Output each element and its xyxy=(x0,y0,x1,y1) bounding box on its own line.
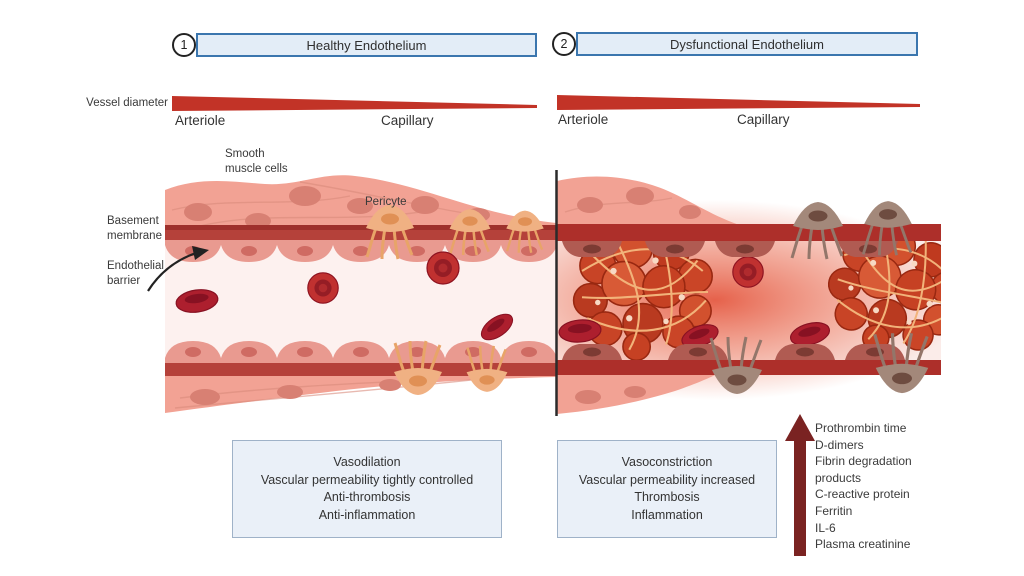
smooth-muscle-label-line2: muscle cells xyxy=(225,163,288,175)
vessel-diameter-triangle-left xyxy=(172,96,537,111)
basement-membrane-label-line2: membrane xyxy=(107,230,162,242)
healthy-outcome-line: Vasodilation xyxy=(333,455,401,469)
dysfunctional-vessel xyxy=(557,176,941,414)
endothelial-barrier-label-line1: Endothelial xyxy=(107,260,164,272)
arteriole-label-left: Arteriole xyxy=(175,113,226,128)
capillary-label-right: Capillary xyxy=(737,112,790,127)
basement-membrane-top-right xyxy=(557,224,941,241)
capillary-label-left: Capillary xyxy=(381,113,434,128)
elevated-markers-arrow xyxy=(785,414,815,556)
endothelial-barrier-arrow xyxy=(147,246,209,292)
marker-line: IL-6 xyxy=(815,520,836,535)
healthy-vessel xyxy=(165,175,557,413)
dysfunctional-outcomes-box: Vasoconstriction Vascular permeability i… xyxy=(557,440,777,538)
red-blood-cell xyxy=(426,251,460,285)
pericyte-label: Pericyte xyxy=(365,196,407,208)
panel-title-healthy: Healthy Endothelium xyxy=(196,33,537,57)
basement-membrane-label: Basement membrane xyxy=(107,214,162,244)
vessel-diameter-label: Vessel diameter xyxy=(86,97,168,109)
vessel-diameter-triangle-right xyxy=(557,95,920,110)
marker-line: products xyxy=(815,470,862,485)
smooth-muscle-label: Smooth muscle cells xyxy=(225,147,288,177)
dysfunctional-outcome-line: Vasoconstriction xyxy=(621,455,713,469)
marker-line: D-dimers xyxy=(815,437,864,452)
panel-number-dysfunctional: 2 xyxy=(552,32,576,56)
basement-membrane-label-line1: Basement xyxy=(107,215,159,227)
red-blood-cell xyxy=(307,272,339,304)
marker-line: Ferritin xyxy=(815,503,853,518)
healthy-outcome-line: Vascular permeability tightly controlled xyxy=(260,472,474,487)
marker-line: Plasma creatinine xyxy=(815,537,911,552)
marker-line: Prothrombin time xyxy=(815,421,907,435)
marker-line: C-reactive protein xyxy=(815,487,910,502)
endothelial-layer-top-right xyxy=(562,241,898,257)
marker-line: Fibrin degradation xyxy=(815,454,912,469)
dysfunctional-outcome-line: Thrombosis xyxy=(634,490,700,504)
endothelial-barrier-label: Endothelial barrier xyxy=(107,259,164,289)
healthy-outcomes-box: Vasodilation Vascular permeability tight… xyxy=(232,440,502,538)
healthy-outcome-line: Anti-inflammation xyxy=(318,507,416,522)
endothelial-barrier-label-line2: barrier xyxy=(107,275,141,287)
dysfunctional-outcome-line: Inflammation xyxy=(631,507,703,522)
basement-membrane-bottom-left xyxy=(165,362,557,376)
endothelial-layer-bottom-right xyxy=(562,344,905,360)
arteriole-label-right: Arteriole xyxy=(558,112,609,127)
red-blood-cell xyxy=(732,256,764,288)
panel-title-dysfunctional: Dysfunctional Endothelium xyxy=(576,32,918,56)
healthy-outcome-line: Anti-thrombosis xyxy=(323,490,411,504)
panel-number-healthy: 1 xyxy=(172,33,196,57)
elevated-markers-list: Prothrombin time D-dimers Fibrin degrada… xyxy=(815,420,1015,553)
dysfunctional-outcome-line: Vascular permeability increased xyxy=(578,472,756,487)
smooth-muscle-label-line1: Smooth xyxy=(225,148,265,160)
